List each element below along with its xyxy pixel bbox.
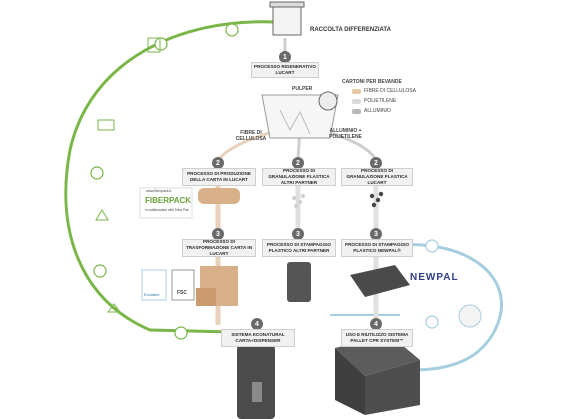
col3-step2-number: 2 xyxy=(370,157,382,169)
recycle-badge-icon xyxy=(458,304,482,328)
green-recycling-loop xyxy=(64,20,276,334)
left-branch-label: FIBRE DI CELLULOSA xyxy=(235,130,267,142)
paper-roll-icon xyxy=(196,188,240,306)
granules-icon xyxy=(292,194,305,208)
col1-step2-box: PROCESSO DI PRODUZIONE DELLA CARTA IN LU… xyxy=(182,168,256,186)
step1-number: 1 xyxy=(279,51,291,63)
col3-step2-box: PROCESSO DI GRANULAZIONE PLASTICA LUCART xyxy=(341,168,413,186)
col3-step3-label: PROCESSO DI STAMPAGGIO PLASTICO NEWPAL® xyxy=(345,242,409,253)
col3-step2-label: PROCESSO DI GRANULAZIONE PLASTICA LUCART xyxy=(346,168,408,185)
legend-swatch xyxy=(352,109,361,114)
fsc-text: FSC xyxy=(177,290,187,296)
carton-detail-icon xyxy=(318,91,338,111)
ecolabel-logo xyxy=(141,269,167,301)
fiberpack-card xyxy=(139,187,193,219)
fiberpack-logo: FIBERPACK xyxy=(145,196,192,205)
legend-swatch xyxy=(352,89,361,94)
loop-arrow-icon xyxy=(225,23,239,37)
econatural-dispenser-icon xyxy=(237,345,275,419)
col3-step4-label: USO E RIUTILIZZO SISTEMA PALLET CPR SYST… xyxy=(345,332,409,343)
col2-step2-box: PROCESSO DI GRANULAZIONE PLASTICA ALTRI … xyxy=(262,168,336,186)
loop-arrow-icon xyxy=(90,166,104,180)
blue-reuse-loop xyxy=(399,243,503,372)
legend-item: FIBRE DI CELLULOSA xyxy=(364,88,416,94)
collection-bin-icon xyxy=(147,37,161,53)
pallet-icon xyxy=(350,265,410,297)
col2-step3-label: PROCESSO DI STAMPAGGIO PLASTICO ALTRI PA… xyxy=(267,242,331,253)
legend-item: ALLUMINIO xyxy=(364,108,391,114)
step1-label: PROCESSO RIGENERATIVO LUCART xyxy=(254,64,316,75)
legend-item: POLIETILENE xyxy=(364,98,397,104)
pulper-icon xyxy=(261,94,339,139)
loop-arrow-icon xyxy=(174,326,188,340)
col3-step4-box: USO E RIUTILIZZO SISTEMA PALLET CPR SYST… xyxy=(341,329,413,347)
col3-step3-box: PROCESSO DI STAMPAGGIO PLASTICO NEWPAL® xyxy=(341,239,413,257)
col1-step2-number: 2 xyxy=(212,157,224,169)
blue-arrow-icon xyxy=(425,315,439,329)
pallet-stack-icon xyxy=(335,335,420,415)
carton-icon xyxy=(95,209,109,221)
recycling-bin-icon xyxy=(269,1,305,36)
newpal-logo: NEWPAL xyxy=(410,272,459,283)
col1-step4-box: SISTEMA ECONATURAL CARTA+DISPENSER xyxy=(221,329,295,347)
col3-step4-number: 4 xyxy=(370,318,382,330)
col1-step3-number: 3 xyxy=(212,228,224,240)
blue-arrow-icon xyxy=(425,239,439,253)
col2-step2-number: 2 xyxy=(292,157,304,169)
pulper-label: PULPER xyxy=(292,86,313,92)
col1-step4-number: 4 xyxy=(251,318,263,330)
legend-title: CARTONI PER BEVANDE xyxy=(342,79,402,85)
col1-step3-box: PROCESSO DI TRASFORMAZIONE CARTA IN LUCA… xyxy=(182,239,256,257)
col1-step4-label: SISTEMA ECONATURAL CARTA+DISPENSER xyxy=(231,332,285,343)
col2-step3-number: 3 xyxy=(292,228,304,240)
col1-step2-label: PROCESSO DI PRODUZIONE DELLA CARTA IN LU… xyxy=(187,171,251,182)
col2-step2-label: PROCESSO DI GRANULAZIONE PLASTICA ALTRI … xyxy=(268,168,330,185)
ecolabel-text: Ecolabel xyxy=(144,292,160,297)
dark-granules-icon xyxy=(369,191,384,208)
legend-swatch xyxy=(352,99,361,104)
truck-icon xyxy=(97,119,115,131)
collection-label: RACCOLTA DIFFERENZIATA xyxy=(310,27,391,33)
loop-arrow-icon xyxy=(93,264,107,278)
col1-step3-label: PROCESSO DI TRASFORMAZIONE CARTA IN LUCA… xyxy=(185,239,253,256)
fiberpack-url: www.fiberpack.it xyxy=(146,189,172,193)
step1-box: PROCESSO RIGENERATIVO LUCART xyxy=(251,62,319,78)
dispenser-icon xyxy=(287,262,311,302)
col2-step3-box: PROCESSO DI STAMPAGGIO PLASTICO ALTRI PA… xyxy=(262,239,336,257)
fsc-logo xyxy=(171,269,195,301)
recycle-icon xyxy=(107,303,121,313)
right-branch-label: ALLUMINIO + POLIETILENE xyxy=(329,128,362,140)
loop-arrow-icon xyxy=(154,37,168,51)
fiberpack-sub: in collaboration with Tetra Pak xyxy=(145,208,189,212)
col3-step3-number: 3 xyxy=(370,228,382,240)
